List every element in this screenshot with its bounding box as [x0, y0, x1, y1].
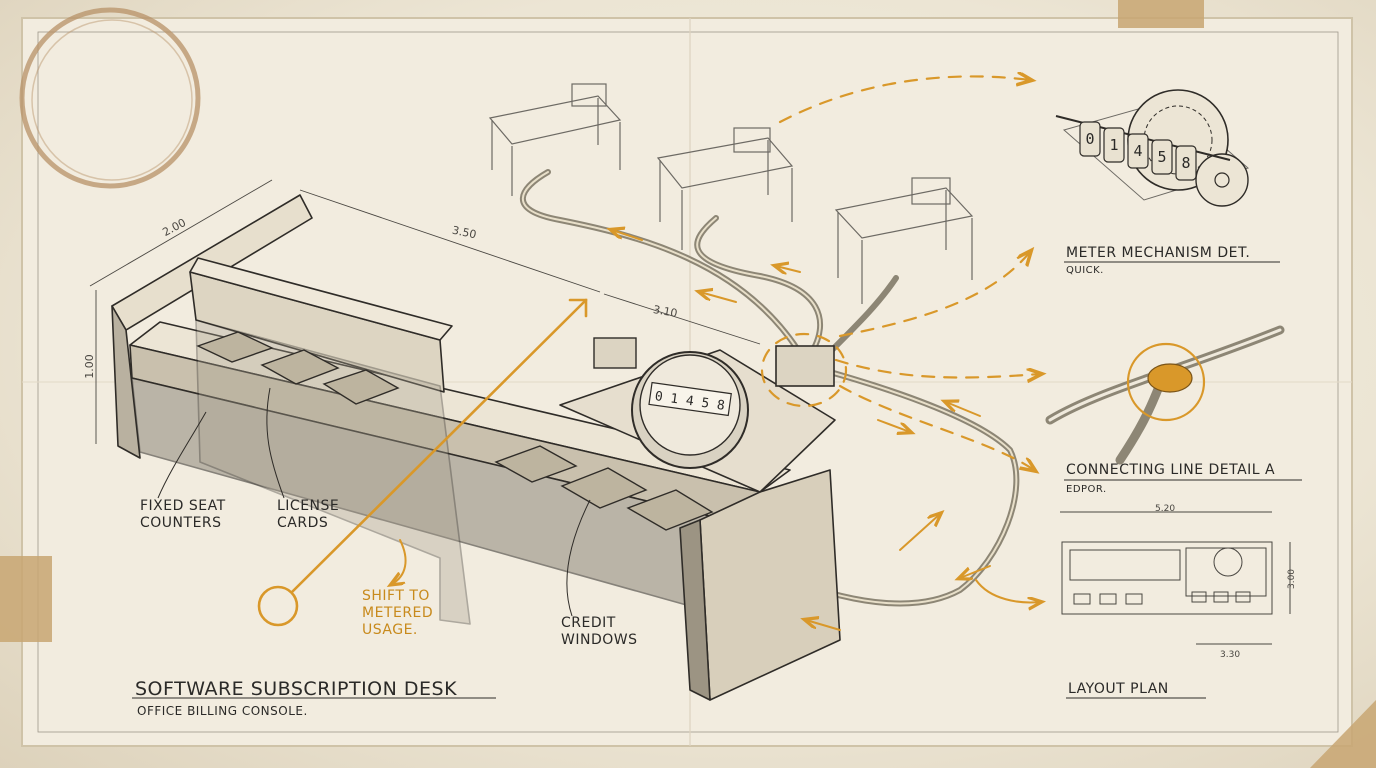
digit-wheel [1175, 145, 1197, 181]
connecting-line-detail [1045, 325, 1285, 465]
coffee-stain [19, 7, 201, 189]
credit-line-1: CREDIT [561, 615, 616, 631]
desk-sketch-3 [834, 177, 974, 304]
dimension-lines [89, 179, 761, 444]
drawing-subtitle: OFFICE BILLING CONSOLE. [137, 704, 308, 718]
fixed-seat-label: FIXED SEAT COUNTERS [140, 498, 226, 532]
digit-wheel [1151, 139, 1173, 175]
flow-arrows [760, 76, 1040, 470]
digit-wheel-label: 4 [1133, 142, 1142, 160]
digit-wheel [1079, 121, 1101, 157]
digit-wheel-label: 8 [1181, 154, 1190, 172]
desk-sketch-1 [488, 83, 622, 196]
drawing-title: SOFTWARE SUBSCRIPTION DESK [135, 678, 458, 700]
dim-plan-offset: 3.30 [1220, 650, 1241, 660]
shift-arrow [257, 298, 588, 627]
credit-window-slots [494, 445, 714, 531]
fixed-seat-counter-slots [196, 331, 400, 405]
usage-meter [631, 351, 749, 469]
digit-wheel [1103, 127, 1125, 163]
meter-detail-title: METER MECHANISM DET. [1066, 245, 1251, 261]
layout-plan [1060, 511, 1291, 645]
shift-line-2: METERED [362, 605, 434, 621]
digit-wheel [1127, 133, 1149, 169]
fixed-seat-line-1: FIXED SEAT [140, 498, 226, 514]
tape-left [0, 556, 52, 642]
fixed-seat-line-2: COUNTERS [140, 515, 222, 531]
shift-line-1: SHIFT TO [362, 588, 430, 604]
license-cards-label: LICENSE CARDS [277, 498, 339, 532]
layout-plan-title: LAYOUT PLAN [1068, 681, 1169, 697]
license-line-1: LICENSE [277, 498, 340, 514]
connector-detail-subtitle: EDPOR. [1066, 484, 1107, 495]
meter-detail-subtitle: QUICK. [1066, 265, 1104, 276]
digit-wheel-label: 1 [1109, 136, 1118, 154]
tape-top-right [1118, 0, 1204, 28]
connector-detail-title: CONNECTING LINE DETAIL A [1066, 462, 1276, 478]
dim-desk-height: 1.00 [82, 354, 96, 379]
credit-line-2: WINDOWS [561, 632, 638, 648]
junction-box [775, 345, 835, 387]
dim-plan-width: 5.20 [1155, 504, 1176, 514]
digit-wheel-label: 0 [1085, 130, 1094, 148]
shift-label: SHIFT TO METERED USAGE. [362, 588, 433, 639]
tape-bottom-right [1310, 700, 1376, 768]
small-junction-box [593, 337, 637, 369]
shift-line-3: USAGE. [362, 622, 418, 638]
digit-wheel-label: 5 [1157, 148, 1166, 166]
flow-arrows-solid [392, 230, 1040, 631]
dim-plan-height: 3.00 [1287, 568, 1298, 590]
leader-lines [132, 261, 1302, 699]
desk-sketch-2 [656, 127, 794, 250]
license-line-2: CARDS [277, 515, 329, 531]
credit-windows-label: CREDIT WINDOWS [561, 615, 637, 649]
